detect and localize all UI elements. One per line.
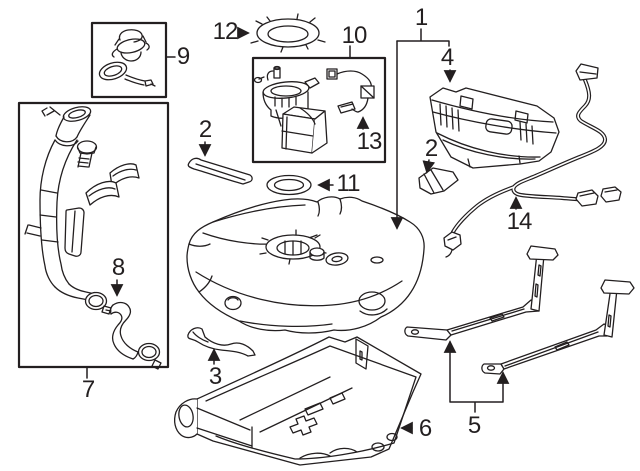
callout-6: 6: [418, 415, 432, 442]
callout-2-upper: 2: [198, 116, 212, 143]
filler-pipe-box: [17, 101, 170, 370]
fuel-tank-drawing: [186, 196, 425, 334]
wiring-harness-drawing: [443, 63, 622, 258]
callout-8: 8: [111, 254, 125, 281]
tank-bracket-upper-drawing: [187, 157, 253, 185]
callout-10: 10: [341, 22, 368, 49]
fuel-cap-box: [90, 21, 168, 99]
skid-plate-drawing: [174, 336, 422, 466]
tank-bracket-lower-drawing: [187, 327, 256, 357]
tank-shield-drawing: [429, 87, 560, 169]
tank-strap-rear-drawing: [481, 279, 635, 375]
tank-bracket-right-drawing: [418, 167, 459, 195]
callout-3: 3: [208, 363, 222, 390]
callout-4: 4: [440, 44, 454, 71]
callout-9: 9: [176, 43, 190, 70]
callout-5: 5: [467, 412, 481, 439]
callout-7: 7: [81, 376, 95, 403]
callout-leaders: [86, 26, 523, 435]
callout-11: 11: [336, 170, 361, 197]
lock-ring-drawing: [250, 13, 326, 53]
callout-13: 13: [356, 128, 383, 155]
tank-strap-front-drawing: [404, 245, 559, 341]
callout-1: 1: [414, 4, 428, 31]
callout-12: 12: [212, 18, 239, 45]
fuel-pump-box: [251, 56, 387, 164]
callout-2-right: 2: [424, 135, 438, 162]
fuel-tank-seal-drawing: [266, 174, 312, 196]
callout-14: 14: [506, 208, 533, 235]
